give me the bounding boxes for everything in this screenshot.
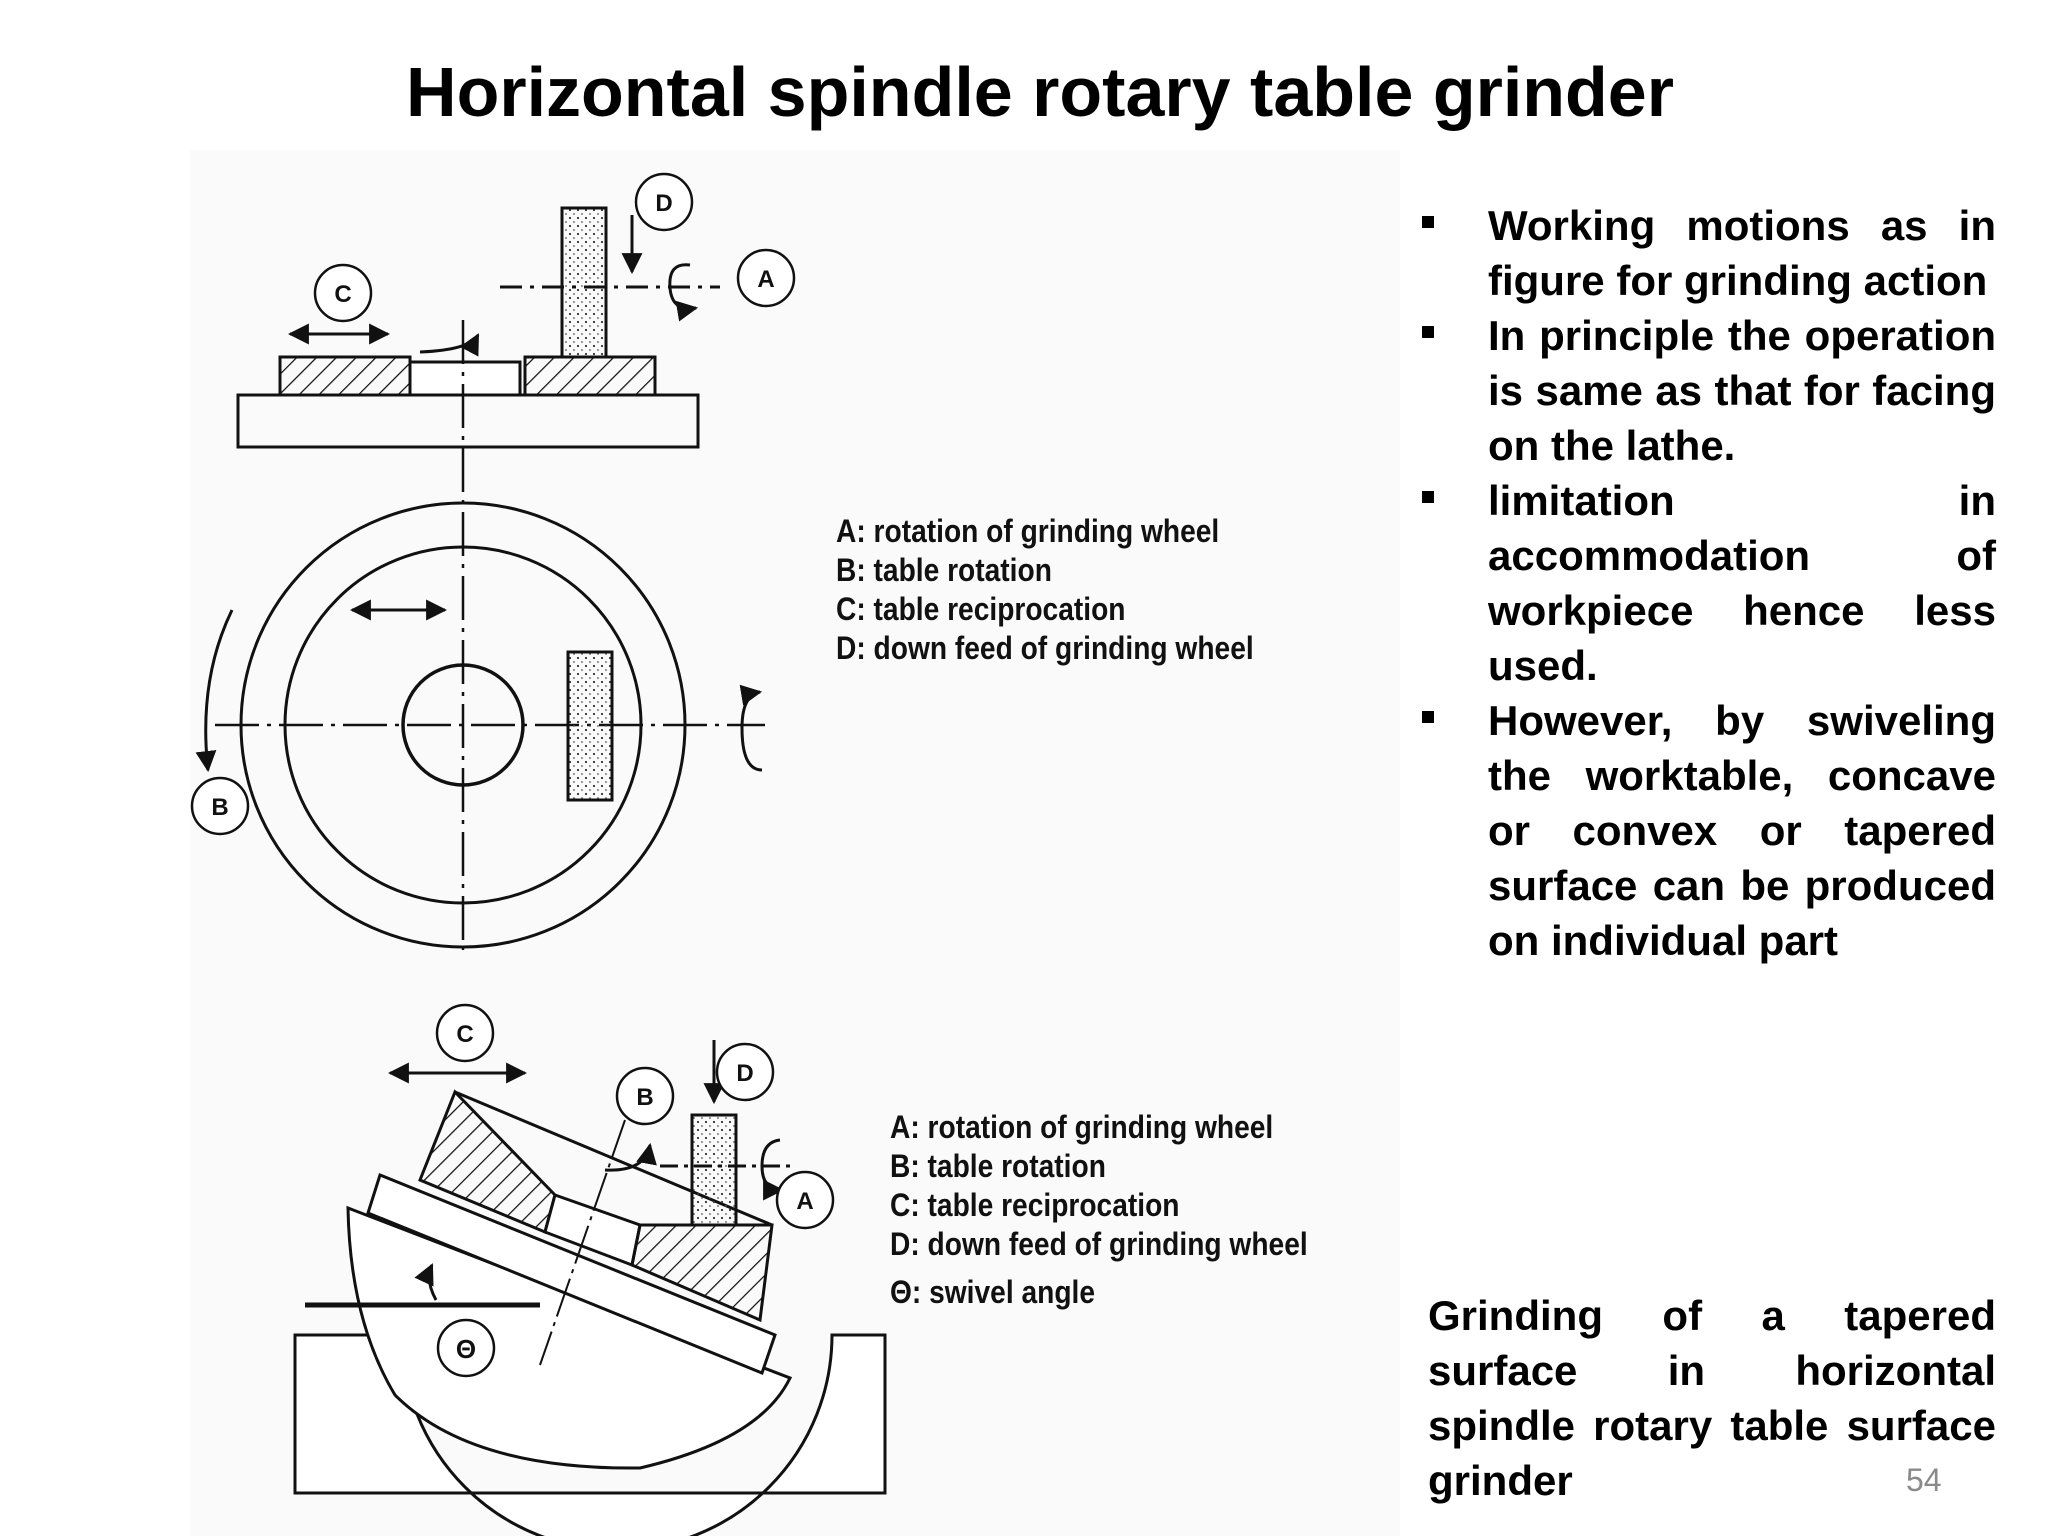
callout-a-swivel-label: A bbox=[796, 1188, 813, 1215]
callout-b-swivel: B bbox=[615, 1066, 675, 1126]
callout-b-plan-label: B bbox=[211, 794, 228, 821]
table-rotation-arrow-top bbox=[419, 333, 480, 357]
legend-bottom-item: A: rotation of grinding wheel bbox=[890, 1109, 1274, 1145]
slide-title: Horizontal spindle rotary table grinder bbox=[406, 53, 1674, 131]
callout-d-top: D bbox=[634, 172, 694, 232]
callout-c-top-label: C bbox=[334, 281, 351, 308]
table-rotation-arrow-swivel bbox=[604, 1142, 657, 1172]
bullet-item: However, by swiveling the worktable, con… bbox=[1408, 693, 1996, 968]
machine-table-base bbox=[236, 393, 700, 449]
legend-bottom-item: Θ: swivel angle bbox=[890, 1274, 1096, 1310]
callout-a-top-label: A bbox=[757, 266, 774, 293]
callout-d-top-label: D bbox=[655, 190, 672, 217]
bullet-text: limitation in accommodation of workpiece… bbox=[1488, 477, 1996, 689]
legend-top-item: C: table reciprocation bbox=[836, 591, 1126, 627]
legend-top: A: rotation of grinding wheel B: table r… bbox=[836, 512, 1254, 668]
tilted-rotation-axis bbox=[539, 1119, 626, 1366]
figure-caption: Grinding of a tapered surface in horizon… bbox=[1428, 1292, 1996, 1504]
grinding-wheel-side bbox=[560, 206, 608, 359]
callout-theta: Θ bbox=[436, 1318, 496, 1378]
wheel-rotation-arrow-swivel bbox=[760, 1138, 785, 1201]
table-rotation-arrow-plan bbox=[195, 609, 234, 773]
workpiece-center bbox=[408, 360, 522, 397]
callout-c-top: C bbox=[313, 263, 373, 323]
callout-a-top: A bbox=[736, 248, 796, 308]
grinding-wheel-plan bbox=[566, 650, 614, 802]
callout-d-swivel-label: D bbox=[736, 1060, 753, 1087]
bullet-square-icon bbox=[1422, 216, 1434, 228]
grinding-wheel-swivel bbox=[690, 1113, 738, 1227]
bullet-item: Working motions as in figure for grindin… bbox=[1408, 198, 1996, 308]
bullet-item: In principle the operation is same as th… bbox=[1408, 308, 1996, 473]
legend-bottom: A: rotation of grinding wheel B: table r… bbox=[890, 1108, 1308, 1312]
legend-bottom-item: B: table rotation bbox=[890, 1148, 1106, 1184]
plan-view bbox=[195, 501, 765, 949]
callouts: D A C B C D B A bbox=[190, 172, 835, 1378]
bullet-item: limitation in accommodation of workpiece… bbox=[1408, 473, 1996, 693]
callout-d-swivel: D bbox=[715, 1042, 775, 1102]
workpiece-left bbox=[278, 355, 412, 397]
workpiece-right bbox=[523, 355, 657, 397]
legend-top-item: D: down feed of grinding wheel bbox=[836, 630, 1254, 666]
bullet-text: However, by swiveling the worktable, con… bbox=[1488, 697, 1996, 964]
bullet-square-icon bbox=[1422, 491, 1434, 503]
callout-c-swivel-label: C bbox=[456, 1021, 473, 1048]
legend-bottom-item: C: table reciprocation bbox=[890, 1187, 1180, 1223]
callout-theta-label: Θ bbox=[456, 1334, 476, 1364]
bullet-list: Working motions as in figure for grindin… bbox=[1408, 198, 1996, 968]
bullet-text: In principle the operation is same as th… bbox=[1488, 312, 1996, 469]
bullet-square-icon bbox=[1422, 326, 1434, 338]
tilted-table-plate bbox=[366, 1173, 777, 1375]
page-number: 54 bbox=[1906, 1462, 1942, 1498]
wheel-rotation-arrow-plan bbox=[739, 684, 763, 772]
bullet-square-icon bbox=[1422, 711, 1434, 723]
callout-b-plan: B bbox=[190, 776, 250, 836]
legend-bottom-item: D: down feed of grinding wheel bbox=[890, 1226, 1308, 1262]
legend-top-item: A: rotation of grinding wheel bbox=[836, 513, 1220, 549]
swivel-base bbox=[293, 1333, 887, 1536]
wheel-rotation-arrow-top bbox=[668, 263, 699, 322]
swivel-view bbox=[293, 1040, 887, 1536]
callout-b-swivel-label: B bbox=[636, 1084, 653, 1111]
callout-c-swivel: C bbox=[435, 1003, 495, 1063]
legend-top-item: B: table rotation bbox=[836, 552, 1052, 588]
side-elevation bbox=[236, 206, 720, 950]
callout-a-swivel: A bbox=[775, 1170, 835, 1230]
bullet-text: Working motions as in figure for grindin… bbox=[1488, 202, 1996, 304]
swivel-angle-arc bbox=[414, 1263, 438, 1301]
swivel-cradle bbox=[346, 1205, 793, 1470]
